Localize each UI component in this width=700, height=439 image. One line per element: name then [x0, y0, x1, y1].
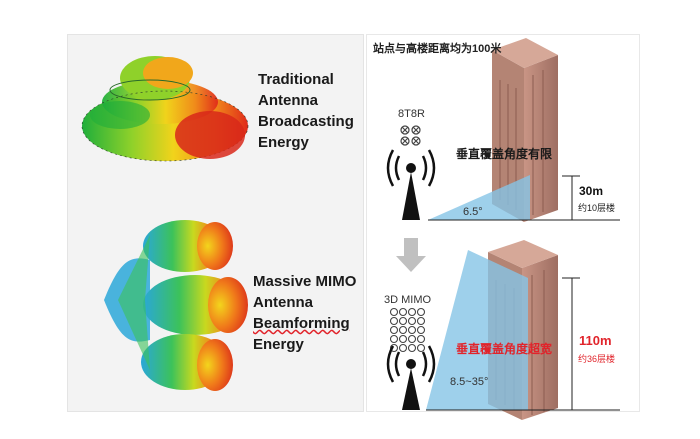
- traditional-line-1: Traditional: [258, 71, 334, 88]
- massive-line-2: Antenna: [253, 294, 313, 311]
- beam-bottom: [426, 250, 528, 410]
- traditional-pattern: [81, 56, 249, 162]
- mimo-pattern: [104, 220, 248, 391]
- bottom-floors: 约36层楼: [578, 354, 616, 364]
- top-floors: 约10层楼: [578, 203, 616, 213]
- top-height: 30m: [579, 184, 604, 198]
- traditional-line-4: Energy: [258, 134, 309, 151]
- bottom-antenna-label: 3D MIMO: [384, 294, 432, 306]
- traditional-line-2: Antenna: [258, 92, 318, 109]
- top-coverage-text: 垂直覆盖角度有限: [456, 147, 553, 161]
- massive-line-1: Massive MIMO: [253, 273, 357, 290]
- massive-line-3: Beamforming: [253, 315, 350, 332]
- array-top: [400, 125, 421, 146]
- bottom-angle: 8.5~35°: [450, 376, 489, 388]
- top-antenna-label: 8T8R: [398, 108, 425, 120]
- massive-line-4: Energy: [253, 336, 304, 353]
- bottom-height: 110m: [579, 333, 612, 348]
- traditional-line-3: Broadcasting: [258, 113, 354, 130]
- building-top: [492, 38, 558, 222]
- header-text: 站点与高楼距离均为100米: [373, 43, 502, 55]
- beam-top: [428, 175, 530, 220]
- tower-bottom: [386, 345, 436, 410]
- tower-top: [386, 149, 436, 220]
- top-angle: 6.5°: [463, 206, 483, 218]
- bottom-coverage-text: 垂直覆盖角度超宽: [456, 342, 553, 356]
- array-bottom: [389, 307, 426, 353]
- down-arrow: [396, 238, 426, 272]
